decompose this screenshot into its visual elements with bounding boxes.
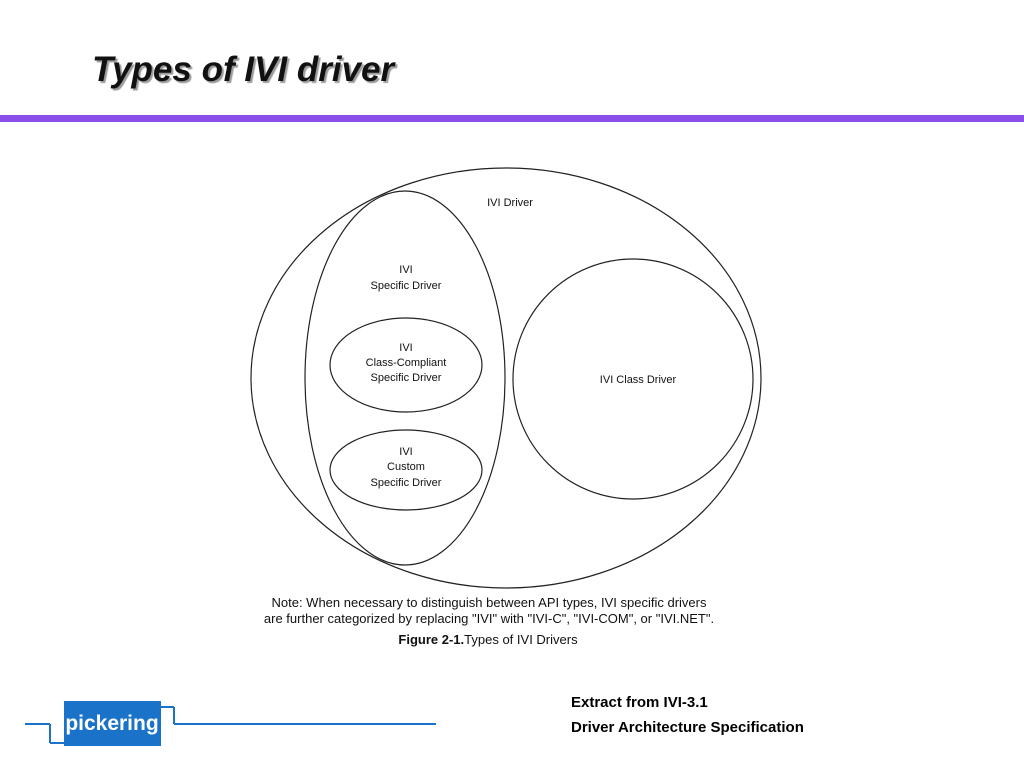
pickering-logo: pickering	[25, 701, 436, 746]
custom-specific-set	[329, 429, 483, 511]
figure-caption-number: Figure 2-1.	[398, 632, 464, 647]
diagram-note-line1: Note: When necessary to distinguish betw…	[272, 595, 707, 610]
ivi-driver-set	[250, 167, 762, 589]
custom-label-line2: Custom	[387, 461, 425, 473]
ivi-class-driver-label: IVI Class Driver	[600, 374, 677, 386]
figure-caption-text: Types of IVI Drivers	[464, 632, 578, 647]
ivi-specific-driver-set	[304, 190, 506, 566]
diagram-note-line2: are further categorized by replacing "IV…	[264, 611, 714, 626]
page-title: Types of IVI driver	[92, 50, 395, 89]
source-reference: Extract from IVI-3.1 Driver Architecture…	[571, 690, 804, 740]
ivi-class-driver-set	[512, 258, 754, 500]
class-compliant-set	[329, 317, 483, 413]
class-compliant-label-line1: IVI	[399, 342, 412, 354]
specific-driver-label-line1: IVI	[399, 264, 412, 276]
custom-label-line3: Specific Driver	[371, 477, 442, 489]
figure-caption: Figure 2-1.Types of IVI Drivers	[398, 632, 578, 647]
ivi-driver-label: IVI Driver	[487, 197, 533, 209]
class-compliant-label-line2: Class-Compliant	[366, 357, 447, 369]
title-divider	[0, 115, 1024, 122]
class-compliant-label-line3: Specific Driver	[371, 372, 442, 384]
specific-driver-label-line2: Specific Driver	[371, 280, 442, 292]
logo-wordmark: pickering	[65, 712, 158, 735]
custom-label-line1: IVI	[399, 446, 412, 458]
source-reference-line1: Extract from IVI-3.1	[571, 694, 708, 711]
source-reference-line2: Driver Architecture Specification	[571, 719, 804, 736]
